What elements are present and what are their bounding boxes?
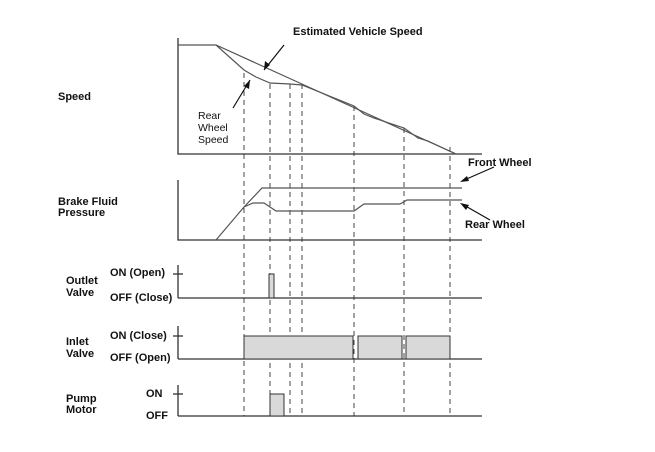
brake-fluid-pressure-label: Brake Fluid Pressure — [58, 196, 121, 219]
pump-motor-pulse — [269, 393, 285, 417]
estimated-vehicle-speed-title: Estimated Vehicle Speed — [293, 26, 423, 38]
front-wheel-label: Front Wheel — [468, 157, 532, 169]
pump-motor-off-label: OFF — [146, 410, 168, 422]
outlet-valve-on-label: ON (Open) — [110, 267, 165, 279]
brake-pressure-axis — [177, 180, 482, 241]
rear-wheel-speed-line — [215, 44, 457, 155]
inlet-valve-graph — [173, 326, 482, 360]
inlet-valve-pulse-3 — [405, 335, 451, 360]
outlet-valve-pulse — [268, 273, 275, 299]
rear-wheel-label: Rear Wheel — [465, 219, 525, 231]
timing-markers — [243, 73, 451, 416]
pump-motor-label: Pump Motor — [66, 393, 100, 416]
outlet-valve-off-label: OFF (Close) — [110, 292, 173, 304]
rear-wheel-pressure-arrowhead — [460, 203, 469, 210]
inlet-valve-on-label: ON (Close) — [110, 330, 167, 342]
speed-graph — [177, 38, 482, 155]
front-wheel-arrowhead — [460, 176, 469, 182]
front-wheel-pressure-line — [215, 187, 462, 241]
rear-wheel-speed-label: Rear Wheel Speed — [198, 110, 231, 146]
pump-motor-graph — [173, 385, 482, 417]
outlet-valve-graph — [173, 265, 482, 299]
speed-axis — [177, 38, 482, 155]
pump-motor-on-label: ON — [146, 388, 163, 400]
outlet-valve-label: Outlet Valve — [66, 275, 101, 299]
brake-pressure-graph — [177, 166, 495, 241]
inlet-valve-off-label: OFF (Open) — [110, 352, 171, 364]
speed-label: Speed — [58, 91, 91, 103]
inlet-valve-pulse-2 — [357, 335, 403, 360]
rear-wheel-arrowhead — [244, 80, 250, 89]
title-arrowhead — [264, 61, 270, 70]
rear-wheel-pressure-line — [243, 199, 462, 212]
inlet-valve-pulse-1 — [243, 335, 354, 360]
inlet-valve-label: Inlet Valve — [66, 336, 94, 360]
